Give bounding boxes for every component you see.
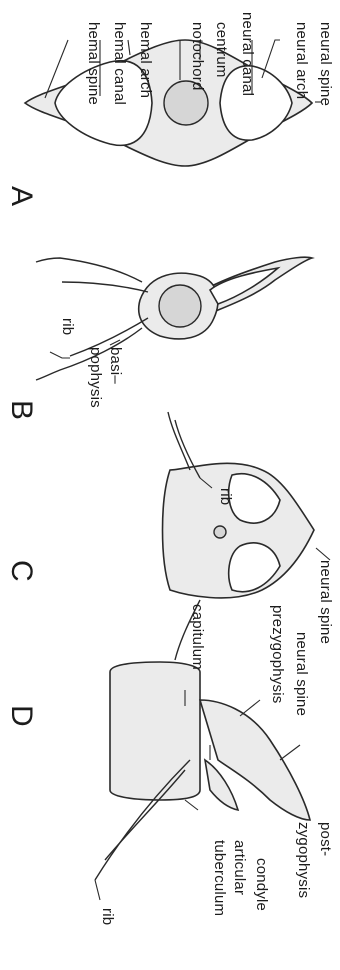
label-d-neural-spine: neural spine <box>294 632 309 716</box>
lead-c-neural-spine <box>316 548 330 560</box>
lead-d-neural-spine <box>280 745 300 760</box>
rib-b-left-inner <box>62 282 148 292</box>
panel-label-b: B <box>6 400 36 420</box>
panel-label-d: D <box>6 705 36 727</box>
rib-b-left <box>36 258 142 282</box>
label-a-hemal-arch: hemal arch <box>138 22 153 98</box>
label-a-neural-spine: neural spine <box>318 22 333 106</box>
label-b-pophysis: pophysis <box>88 347 103 408</box>
label-a-neural-canal: neural canal <box>240 12 255 96</box>
label-d-zygophysis: zygophysis <box>296 822 311 898</box>
label-b-rib: rib <box>60 318 75 335</box>
lead-d-prezygo <box>240 700 260 716</box>
label-a-notochord: notochord <box>190 22 205 91</box>
panel-label-c: C <box>6 560 36 582</box>
vertebra-d-centrum <box>110 662 200 800</box>
label-d-post: post- <box>318 822 333 856</box>
label-c-rib: rib <box>218 488 233 505</box>
label-d-prezygophysis: prezygophysis <box>270 605 285 703</box>
lead-d-articular <box>185 800 198 810</box>
lead-a-hemal-arch <box>128 40 130 55</box>
label-a-hemal-canal: hemal canal <box>112 22 127 105</box>
label-a-hemal-spine: hemal spine <box>86 22 101 105</box>
label-d-rib: rib <box>100 908 115 925</box>
label-a-centrum: centrum <box>214 22 229 78</box>
lead-b-rib <box>50 352 70 358</box>
label-b-basi: basi– <box>108 347 123 384</box>
label-d-tuberculum: tuberculum <box>212 840 227 916</box>
vertebra-a <box>25 40 322 166</box>
vertebra-b <box>36 257 312 380</box>
vertebra-d-neural-spine <box>200 700 310 820</box>
lead-d-rib <box>95 880 100 900</box>
notochord-b <box>159 285 201 327</box>
notochord-c <box>214 526 226 538</box>
label-d-condyle: condyle <box>254 858 269 911</box>
neural-canal <box>220 66 292 140</box>
label-d-articular: articular <box>232 840 247 895</box>
label-c-neural-spine: neural spine <box>318 560 333 644</box>
vertebra-c <box>163 412 331 660</box>
label-d-capitulum: capitulum <box>190 604 205 670</box>
panel-label-a: A <box>6 186 36 206</box>
rib-c-top-inner <box>168 412 190 470</box>
label-a-neural-arch: neural arch <box>294 22 309 99</box>
